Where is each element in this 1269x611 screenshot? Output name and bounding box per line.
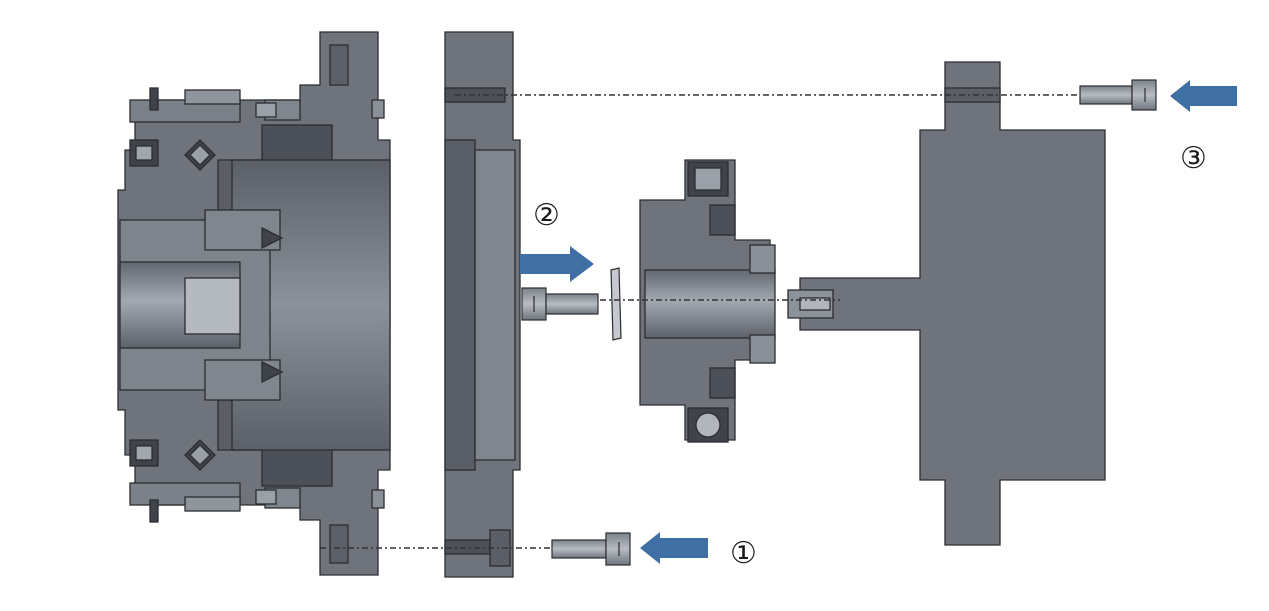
step-label-2: ② xyxy=(533,198,560,233)
arrow-right-icon xyxy=(520,246,594,282)
centerlines xyxy=(320,94,1080,549)
adapter-flange xyxy=(444,31,521,578)
step-label-3: ③ xyxy=(1180,141,1207,176)
reducer-housing xyxy=(117,31,391,576)
bolt-icon xyxy=(551,532,631,566)
bolt-icon xyxy=(1079,79,1157,111)
bolt-icon xyxy=(521,287,599,321)
motor-flange xyxy=(787,61,1106,546)
clamp-hub xyxy=(639,159,776,443)
arrow-left-icon xyxy=(640,532,708,564)
arrow-left-icon xyxy=(1170,80,1237,112)
washer xyxy=(610,267,622,341)
step-label-1: ① xyxy=(730,536,757,571)
